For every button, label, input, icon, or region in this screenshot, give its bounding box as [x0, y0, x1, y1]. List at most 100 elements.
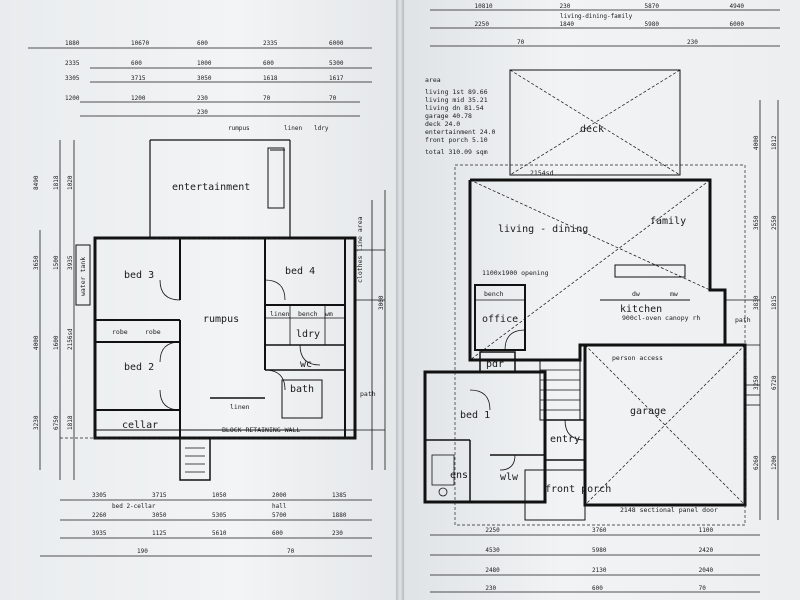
dimension-label: 2156sd — [67, 328, 74, 350]
room-garage: garage — [630, 406, 666, 417]
room-bench-upper: bench — [484, 290, 504, 298]
label-linen-dim: linen — [284, 125, 302, 132]
label-mw: mw — [670, 290, 678, 298]
dimension-label: 230 — [332, 530, 343, 537]
room-linen: linen — [270, 310, 290, 318]
dimension-label: 5610 — [212, 530, 227, 537]
dimension-label: 4940 — [730, 3, 745, 10]
dimension-label: 1100 — [699, 527, 714, 534]
dimension-label: 10670 — [131, 40, 149, 47]
dimension-label: 2250 — [485, 527, 500, 534]
dimension-label: 1200 — [131, 95, 146, 102]
label-oven: 900cl-oven canopy rh — [622, 314, 700, 322]
dimension-label: 600 — [272, 530, 283, 537]
dimension-label: 3050 — [152, 512, 167, 519]
room-ldry: ldry — [296, 329, 320, 340]
dimension-label: 2420 — [699, 547, 714, 554]
room-cellar: cellar — [122, 420, 158, 431]
dimension-label: 2260 — [92, 512, 107, 519]
area-line-2: living mid 35.21 — [425, 96, 488, 104]
room-bed-4: bed 4 — [285, 266, 315, 277]
dimension-label: 4000 — [753, 135, 760, 150]
dimension-label: 10810 — [475, 3, 493, 10]
dimension-label: 1815 — [771, 295, 778, 310]
dimension-label: 70 — [287, 548, 295, 555]
dimension-label: 5870 — [645, 3, 660, 10]
area-total: total 310.09 sqm — [425, 148, 488, 156]
dimension-label: 3305 — [92, 492, 107, 499]
room-bed-3: bed 3 — [124, 270, 154, 281]
dimension-label: 6720 — [771, 375, 778, 390]
room-bath: bath — [290, 384, 314, 395]
dimension-label: 2250 — [475, 21, 490, 28]
dimension-label: 2335 — [65, 60, 80, 67]
label-person-access: person access — [612, 354, 663, 362]
dimension-label: 8490 — [33, 175, 40, 190]
dimension-label: 3230 — [33, 415, 40, 430]
room-wm: wm — [325, 310, 333, 318]
dimension-label: 5980 — [592, 547, 607, 554]
dimension-label: 230 — [197, 109, 208, 116]
dimension-label: 1020 — [67, 175, 74, 190]
dimension-label: 1385 — [332, 492, 347, 499]
dimension-label: 1880 — [332, 512, 347, 519]
dimension-label: 70 — [329, 95, 337, 102]
dimension-label: 3715 — [131, 75, 146, 82]
room-path-lower: path — [360, 390, 376, 398]
upper-floor-walls — [423, 69, 760, 521]
dimension-label: 70 — [263, 95, 271, 102]
dimension-label: 4530 — [485, 547, 500, 554]
dimension-label: 70 — [517, 39, 525, 46]
dimension-label: 3935 — [92, 530, 107, 537]
room-front-porch: front porch — [545, 484, 611, 495]
area-line-5: deck 24.0 — [425, 120, 460, 128]
label-retaining-wall: BLOCK RETAINING WALL — [222, 426, 300, 434]
room-office: office — [482, 314, 518, 325]
room-water-tank: water tank — [79, 257, 87, 296]
dimension-label: 2130 — [592, 567, 607, 574]
label-sliding-door: 2154sd — [530, 169, 554, 177]
dimension-label: 1818 — [67, 415, 74, 430]
room-kitchen: kitchen — [620, 304, 662, 315]
dimension-label: 3250 — [753, 375, 760, 390]
dimension-label: 2480 — [485, 567, 500, 574]
label-living-dining-family: living-dining-family — [560, 13, 633, 20]
dimension-label: 6750 — [53, 415, 60, 430]
upper-floor-labels: area living 1st 89.66 living mid 35.21 l… — [425, 13, 751, 514]
dimension-label: 1125 — [152, 530, 167, 537]
dimension-label: 600 — [131, 60, 142, 67]
label-ldry-dim: ldry — [314, 125, 329, 132]
room-clothes-line: clothes line area — [356, 216, 364, 283]
lower-floor-dimension-lines — [28, 47, 386, 557]
dimension-label: 3830 — [753, 295, 760, 310]
area-line-7: front porch 5.10 — [425, 136, 488, 144]
dimension-label: 1880 — [65, 40, 80, 47]
dimension-label: 3715 — [152, 492, 167, 499]
room-wc: wc — [300, 359, 312, 370]
upper-floor-hidden-lines — [454, 164, 746, 526]
dimension-label: 1840 — [560, 21, 575, 28]
room-robe-left: robe — [112, 328, 128, 336]
dimension-label: 5300 — [329, 60, 344, 67]
dimension-label: 3305 — [65, 75, 80, 82]
room-bed-2: bed 2 — [124, 362, 154, 373]
dimension-label: 230 — [560, 3, 571, 10]
room-deck: deck — [580, 124, 604, 135]
label-dw: dw — [632, 290, 640, 298]
label-sectional-door: 2148 sectional panel door — [620, 506, 718, 514]
dimension-label: 1200 — [65, 95, 80, 102]
dimension-label: 1000 — [197, 60, 212, 67]
room-entry: entry — [550, 434, 580, 445]
room-bed-1: bed 1 — [460, 410, 490, 421]
dimension-label: 2335 — [263, 40, 278, 47]
room-path-upper: path — [735, 316, 751, 324]
dimension-label: 230 — [197, 95, 208, 102]
dimension-label: 1812 — [771, 135, 778, 150]
dimension-label: 6000 — [730, 21, 745, 28]
